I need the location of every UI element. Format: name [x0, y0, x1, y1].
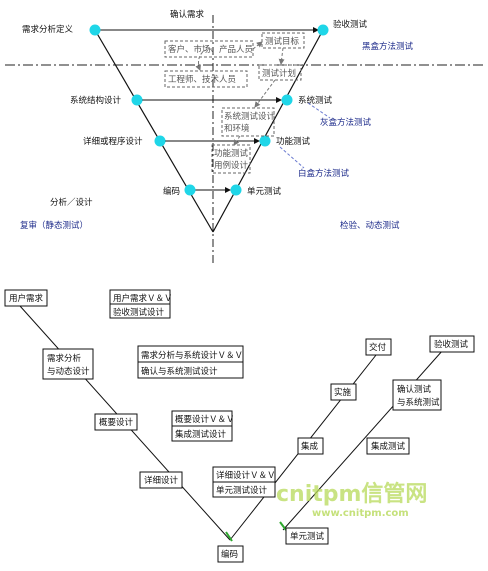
tie-graybox: [307, 102, 331, 119]
label-detail-design: 详细或程序设计: [83, 136, 143, 147]
bottom-v-diagram: 用户需求 需求分析 与动态设计 概要设计 详细设计 编码 单元测试 集成 集成测…: [4, 289, 475, 563]
arrow-to-test-goals: [252, 41, 263, 50]
label-sys-test: 系统测试: [298, 95, 333, 106]
label-unit-test: 单元测试: [247, 186, 282, 197]
box-confirm-system-test: [392, 379, 442, 411]
v-left-line: [94, 29, 214, 233]
box-detail-design: [139, 471, 183, 489]
box-coding: [217, 545, 244, 563]
text-req-analysis-2: 与动态设计: [47, 366, 90, 377]
arrow-customers-to-engineers: [195, 48, 213, 71]
label-review: 复审（静态测试）: [20, 220, 88, 231]
node-sys-design: [131, 94, 143, 106]
label-whitebox: 白盒方法测试: [298, 168, 350, 179]
text-vv-outline-1: 概要设计Ｖ＆Ｖ: [175, 414, 235, 425]
text-test-plan: 测试计划: [262, 68, 296, 79]
text-user-requirements: 用户需求: [9, 293, 44, 304]
text-coding: 编码: [221, 549, 238, 560]
text-unit-test: 单元测试: [290, 531, 325, 542]
text-implementation: 实施: [334, 387, 352, 398]
box-user-requirements: [4, 289, 48, 307]
node-func-test: [259, 135, 271, 147]
text-integration: 集成: [301, 441, 319, 452]
text-req-analysis-1: 需求分析: [47, 353, 82, 364]
text-vv-detail-1: 详细设计Ｖ＆Ｖ: [216, 470, 276, 481]
text-vv-detail-2: 单元测试设计: [216, 485, 268, 496]
watermark: cnitpm信管网 www.cnitpm.com: [276, 481, 427, 519]
node-req-def: [89, 24, 101, 36]
box-unit-test: [285, 527, 329, 545]
watermark-url: www.cnitpm.com: [312, 508, 409, 519]
text-detail-design: 详细设计: [144, 475, 179, 486]
text-delivery: 交付: [369, 342, 387, 353]
text-sys-test-design-2: 和环境: [224, 123, 250, 134]
text-acceptance-test: 验收测试: [434, 339, 469, 350]
text-outline-design: 概要设计: [99, 417, 134, 428]
text-vv-req-sys-1: 需求分析与系统设计Ｖ＆Ｖ: [141, 350, 243, 361]
text-engineers: 工程师、技术人员: [168, 74, 236, 85]
label-acceptance: 验收测试: [333, 19, 368, 30]
arrow-plan-to-sysdesign: [254, 79, 276, 108]
node-unit-test: [230, 184, 242, 196]
node-detail-design: [154, 135, 166, 147]
text-test-goals: 测试目标: [265, 36, 300, 47]
label-analysis-design: 分析／设计: [50, 197, 93, 208]
label-blackbox: 黑盒方法测试: [362, 41, 414, 52]
top-v-diagram: 确认需求 需求分析定义 验收测试 系统结构设计 系统测试 详细或程序设计 功能测…: [5, 9, 485, 265]
node-sys-test: [281, 94, 293, 106]
text-sys-test-design-1: 系统测试设计: [224, 111, 276, 122]
text-func-test-case-1: 功能测试: [214, 148, 249, 159]
text-func-test-case-2: 用例设计: [214, 160, 249, 171]
watermark-brand: cnitpm信管网: [276, 481, 427, 507]
label-graybox: 灰盒方法测试: [320, 117, 372, 128]
node-acceptance: [317, 24, 329, 36]
v-right-line: [212, 29, 324, 233]
text-confirm-system-test-1: 确认测试: [397, 384, 432, 395]
text-vv-user-req-1: 用户需求Ｖ＆Ｖ: [113, 293, 173, 304]
text-vv-req-sys-2: 确认与系统测试设计: [141, 366, 218, 377]
text-integration-test: 集成测试: [371, 441, 406, 452]
box-implementation: [330, 383, 357, 401]
label-req-def: 需求分析定义: [22, 24, 74, 35]
label-inspection: 检验、动态测试: [340, 220, 400, 231]
box-acceptance-test: [429, 335, 475, 353]
box-integration: [297, 437, 324, 455]
box-integration-test: [366, 437, 410, 455]
green-tip-unit: [279, 521, 287, 531]
box-req-analysis: [42, 348, 94, 380]
node-coding: [184, 184, 196, 196]
green-tip-coding: [225, 531, 233, 542]
label-confirm-req: 确认需求: [170, 9, 205, 20]
arrow-sysdesign-to-func: [233, 135, 241, 146]
label-coding: 编码: [163, 186, 180, 197]
label-sys-design: 系统结构设计: [70, 95, 122, 106]
box-outline-design: [94, 413, 138, 431]
box-sys-test-design: [221, 107, 275, 137]
box-delivery: [365, 338, 392, 356]
box-test-plan: [258, 64, 302, 81]
label-func-test: 功能测试: [276, 136, 311, 147]
arrow-goals-to-plan: [278, 47, 285, 65]
box-engineers: [164, 70, 248, 88]
text-vv-outline-2: 集成测试设计: [175, 429, 227, 440]
tie-whitebox: [279, 146, 305, 169]
text-vv-user-req-2: 验收测试设计: [113, 307, 165, 318]
box-func-test-case: [211, 144, 251, 174]
text-confirm-system-test-2: 与系统测试: [397, 397, 440, 408]
